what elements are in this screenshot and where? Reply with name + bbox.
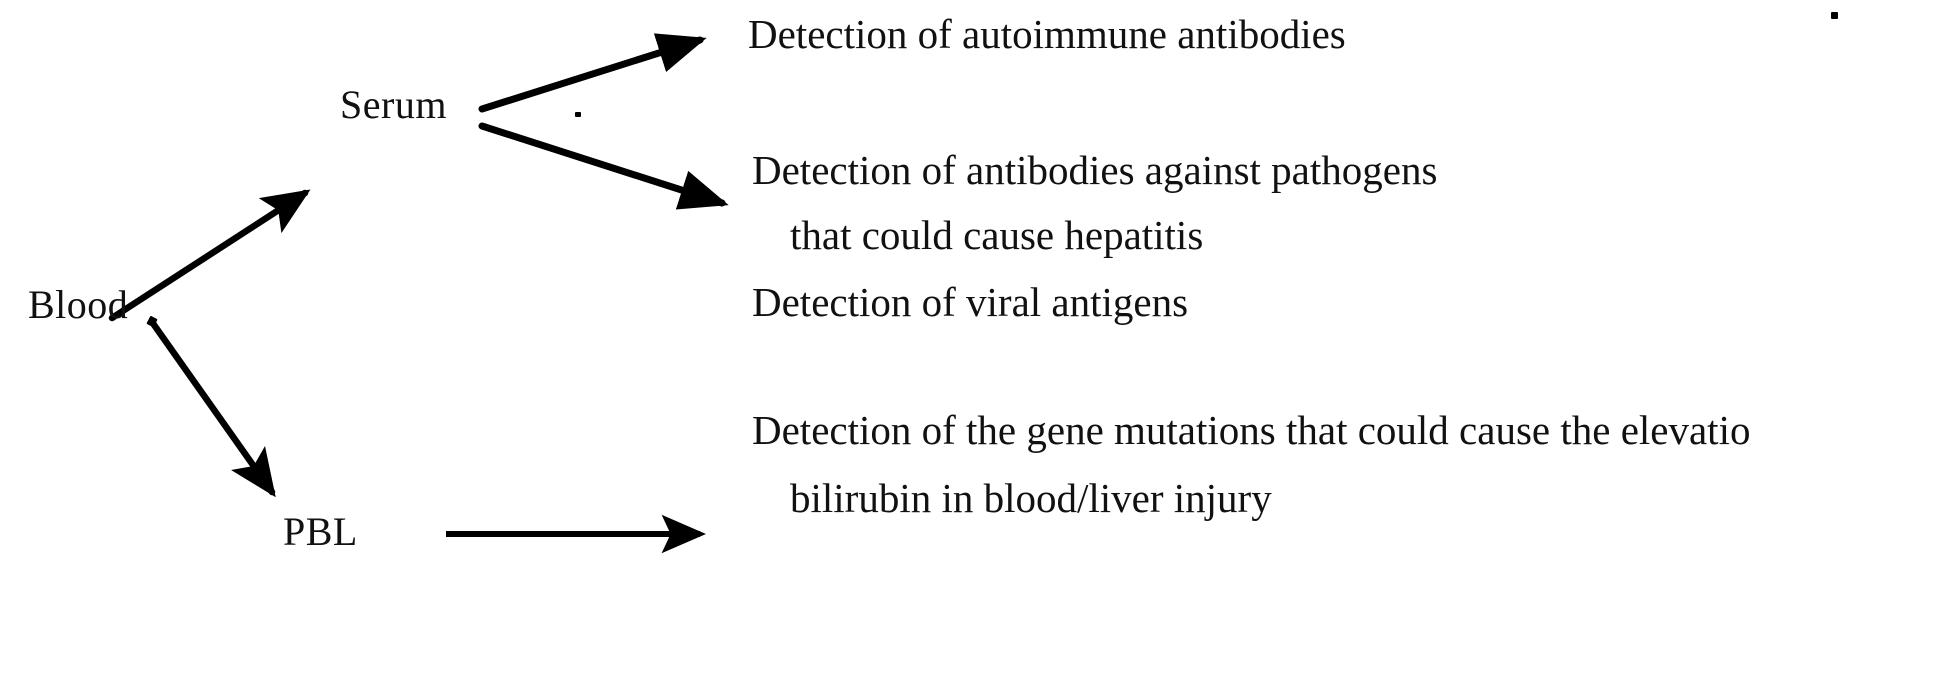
leaf-detection-antibodies-pathogens-line2: that could cause hepatitis	[790, 212, 1204, 258]
node-pbl[interactable]: PBL	[283, 509, 358, 554]
edge-blood-serum	[108, 189, 311, 322]
edge-serum-autoimmune	[478, 33, 707, 113]
leaf-detection-gene-mutations-line2: bilirubin in blood/liver injury	[790, 475, 1272, 521]
leaf-detection-gene-mutations-line1: Detection of the gene mutations that cou…	[752, 407, 1751, 453]
leaf-detection-antibodies-pathogens-line1: Detection of antibodies against pathogen…	[752, 147, 1438, 193]
edge-serum-pathogens	[478, 122, 729, 210]
node-blood[interactable]: Blood	[28, 282, 129, 327]
speck-serum-right-icon	[575, 112, 581, 117]
edge-blood-pbl	[148, 318, 276, 498]
leaf-detection-viral-antigens: Detection of viral antigens	[752, 279, 1189, 325]
speck-top-right-icon	[1831, 12, 1838, 19]
leaf-detection-autoimmune-antibodies: Detection of autoimmune antibodies	[748, 11, 1346, 57]
node-serum[interactable]: Serum	[340, 82, 447, 127]
speck-blood-comma-icon	[146, 315, 158, 328]
